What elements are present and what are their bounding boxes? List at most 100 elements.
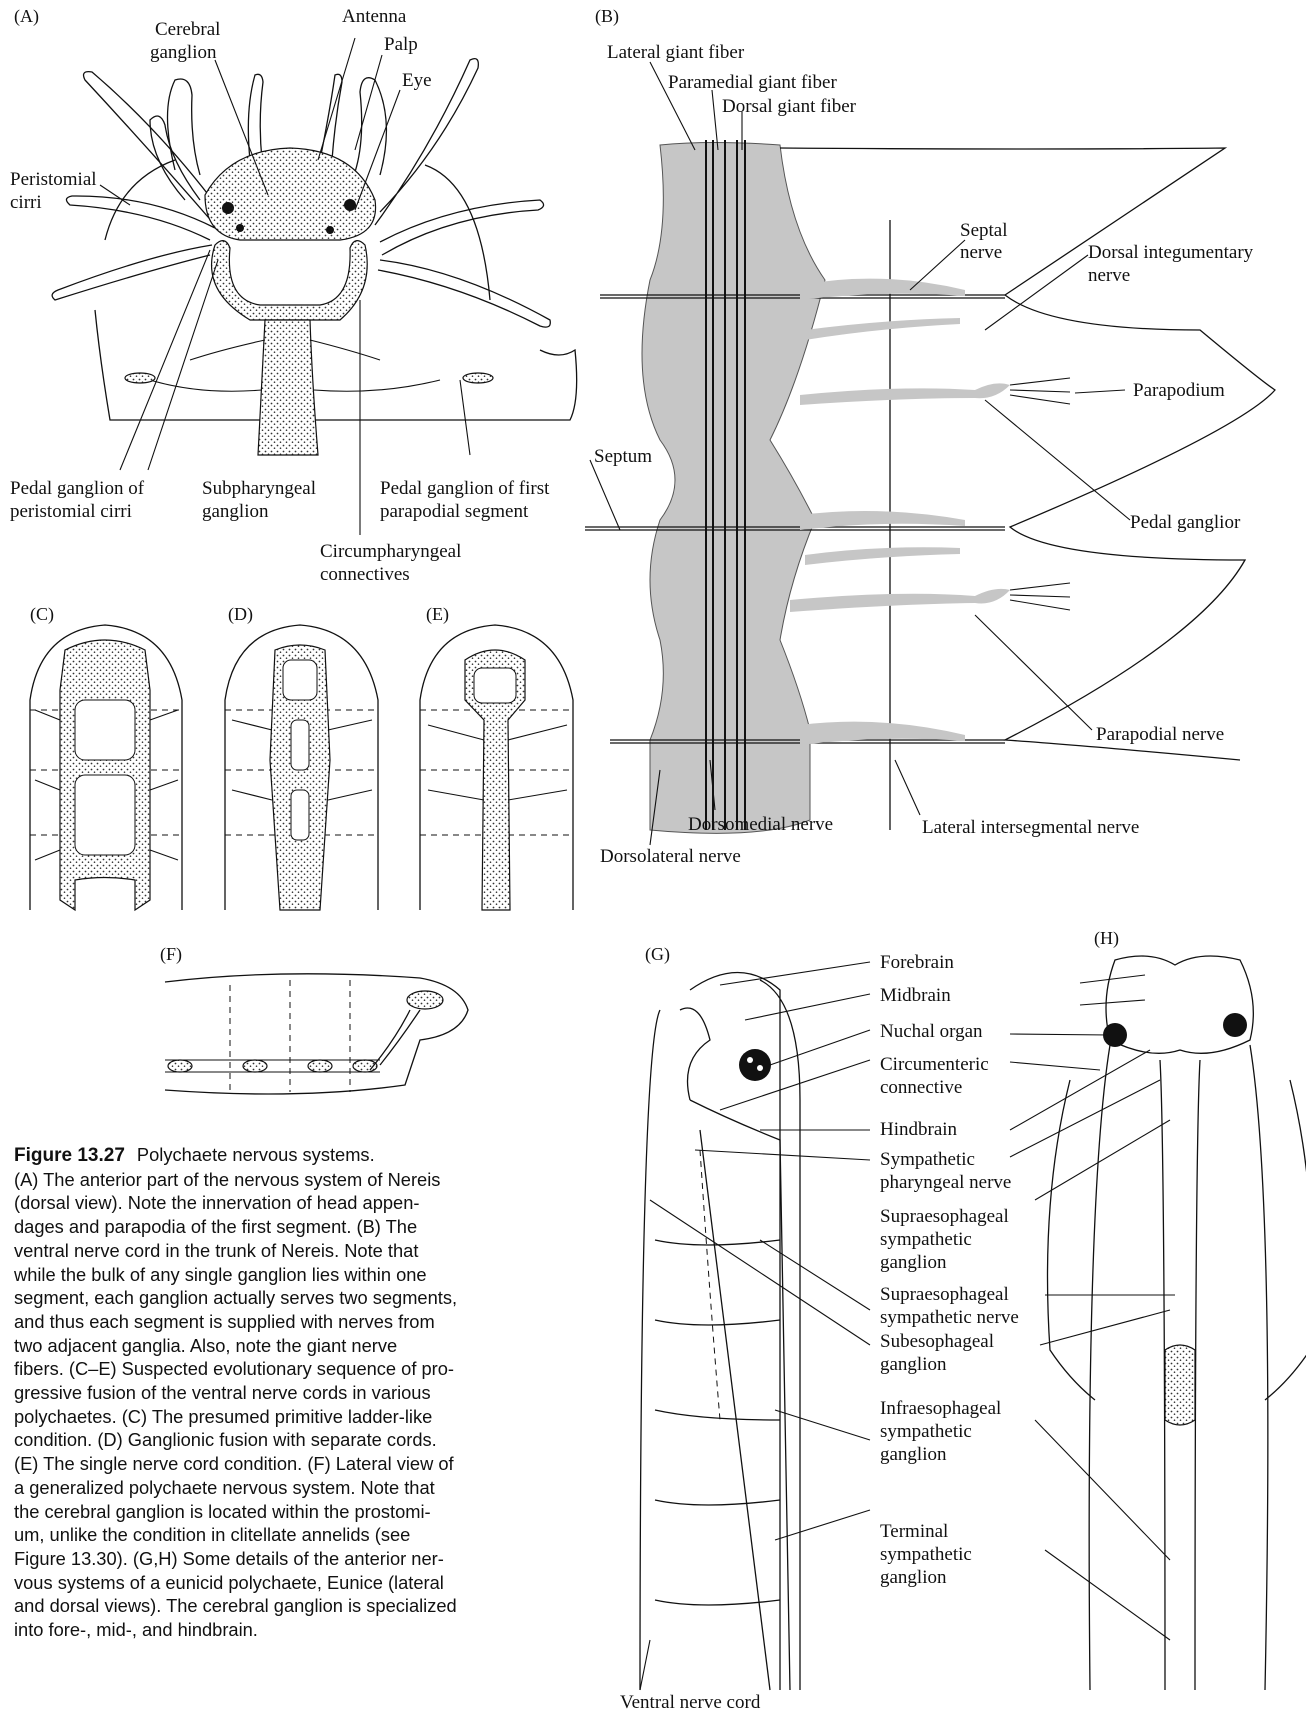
label-supra-gang-3: ganglion [880, 1252, 947, 1273]
pedal-ganglion-left [124, 372, 156, 384]
cirrus-right-3 [377, 259, 551, 328]
label-symp-phar: Sympathetic [880, 1149, 975, 1170]
giant-fibers [705, 140, 746, 830]
cerebral-ganglion [204, 147, 377, 241]
label-circumenteric: Circumenteric [880, 1054, 989, 1075]
caption-line-17: Figure 13.30). (G,H) Some details of the… [14, 1547, 444, 1569]
nuchal-organ-h-right [1223, 1013, 1247, 1037]
palp-left [166, 78, 201, 176]
single-cord-e [464, 649, 526, 911]
panel-g-label: (G) [645, 944, 670, 965]
caption-line-13: (E) The single nerve cord condition. (F)… [14, 1453, 454, 1475]
pedal-ganglion-right [462, 372, 494, 384]
nerve-branches [149, 339, 441, 392]
head-outline-g [639, 1007, 711, 1691]
septal-nerve-3 [800, 721, 965, 745]
caption-line-14: a generalized polychaete nervous system.… [14, 1476, 435, 1498]
palp-right [354, 77, 388, 176]
cerebral-ganglion-f [406, 990, 444, 1010]
cirrus-left-2 [65, 195, 216, 241]
caption-line-15: the cerebral ganglion is located within … [14, 1500, 431, 1522]
segment-outline [94, 309, 578, 421]
worm-outline-e [419, 624, 574, 910]
label-ventral-cord: Ventral nerve cord [620, 1692, 761, 1713]
segments-c [30, 709, 182, 836]
label-dorsolateral: Dorsolateral nerve [600, 846, 741, 867]
panel-e: (E) [419, 604, 574, 911]
label-circum-2: connectives [320, 564, 410, 585]
label-cerebral: Cerebral [155, 19, 220, 40]
label-antenna: Antenna [342, 6, 407, 27]
label-terminal-2: sympathetic [880, 1544, 972, 1565]
caption-line-5: while the bulk of any single ganglion li… [14, 1263, 427, 1285]
ladder-space-1 [74, 699, 136, 761]
label-dorsal-integ: Dorsal integumentary [1088, 242, 1254, 263]
nuchal-organ-g [739, 1049, 771, 1081]
parapodium-outline [779, 147, 1276, 761]
label-pedal-first: Pedal ganglion of first [380, 478, 550, 499]
label-supra-gang: Supraesophageal [880, 1206, 1009, 1227]
label-septum: Septum [594, 446, 652, 467]
label-septal: Septal [960, 220, 1008, 241]
label-parapodial-nerve: Parapodial nerve [1096, 724, 1224, 745]
nerve-cord-g [689, 1099, 791, 1691]
label-hindbrain: Hindbrain [880, 1119, 958, 1140]
panel-b-leaders [589, 61, 1131, 846]
label-palp: Palp [384, 34, 418, 55]
ganglion-f1 [167, 1059, 193, 1073]
eye-left [222, 202, 234, 214]
panel-d-label: (D) [228, 604, 253, 625]
eye-right-2 [326, 226, 334, 234]
ventral-cord-f [165, 1059, 380, 1073]
eye-right [344, 199, 356, 211]
label-infra: Infraesophageal [880, 1398, 1001, 1419]
panel-c: (C) [29, 604, 183, 912]
label-forebrain: Forebrain [880, 952, 954, 973]
label-dorsomedial: Dorsomedial nerve [688, 814, 833, 835]
brain-h [1105, 955, 1254, 1054]
label-infra-2: sympathetic [880, 1421, 972, 1442]
parapodial-branches [1009, 377, 1071, 611]
nuchal-dot-2 [757, 1065, 763, 1071]
ladder-space-2 [74, 774, 136, 856]
label-infra-3: ganglion [880, 1444, 947, 1465]
ventral-nerve-cord [641, 142, 826, 834]
body-outline-g [689, 971, 801, 1690]
dorsal-integ-nerve-2 [805, 547, 960, 565]
caption-line-3: dages and parapodia of the first segment… [14, 1216, 418, 1238]
label-paramedial-giant: Paramedial giant fiber [668, 72, 837, 93]
label-cerebral-2: ganglion [150, 42, 217, 63]
label-symp-phar-2: pharyngeal nerve [880, 1172, 1011, 1193]
caption-line-20: into fore-, mid-, and hindbrain. [14, 1619, 258, 1641]
gh-labels: Forebrain Midbrain Nuchal organ Circumen… [620, 952, 1019, 1713]
caption-line-9: fibers. (C–E) Suspected evolutionary seq… [14, 1358, 454, 1380]
pedal-nerve-1 [800, 383, 1010, 405]
caption-line-1: (A) The anterior part of the nervous sys… [14, 1168, 441, 1190]
dorsal-integ-nerve [805, 318, 960, 340]
sympathetic-cords-h [1159, 1059, 1201, 1691]
panel-b-label: (B) [595, 6, 619, 27]
cord-space-e [473, 667, 517, 704]
nuchal-dot-1 [747, 1057, 753, 1063]
label-pedal-first-2: parapodial segment [380, 501, 529, 522]
label-supra-gang-2: sympathetic [880, 1229, 972, 1250]
label-subph-2: ganglion [202, 501, 269, 522]
worm-outline-f [164, 973, 469, 1095]
cirrus-right-1 [374, 57, 479, 226]
label-peristomial-2: cirri [10, 192, 42, 213]
label-terminal: Terminal [880, 1521, 948, 1542]
panel-f-label: (F) [160, 944, 182, 965]
caption-line-19: and dorsal views). The cerebral ganglion… [14, 1595, 457, 1617]
body-outline [104, 159, 491, 301]
body-outline-h [1046, 1079, 1306, 1401]
segments-e [420, 709, 573, 836]
septal-nerve [800, 278, 965, 300]
cord-space-d2 [290, 719, 310, 771]
cirrus-left-3 [51, 244, 213, 301]
caption-line-6: segment, each ganglion actually serves t… [14, 1287, 458, 1309]
label-pedal-ganglion: Pedal ganglior [1130, 512, 1241, 533]
subpharyngeal-ganglion [257, 319, 319, 456]
panel-g-leaders [639, 961, 871, 1691]
pedal-nerve-2 [790, 588, 1010, 612]
